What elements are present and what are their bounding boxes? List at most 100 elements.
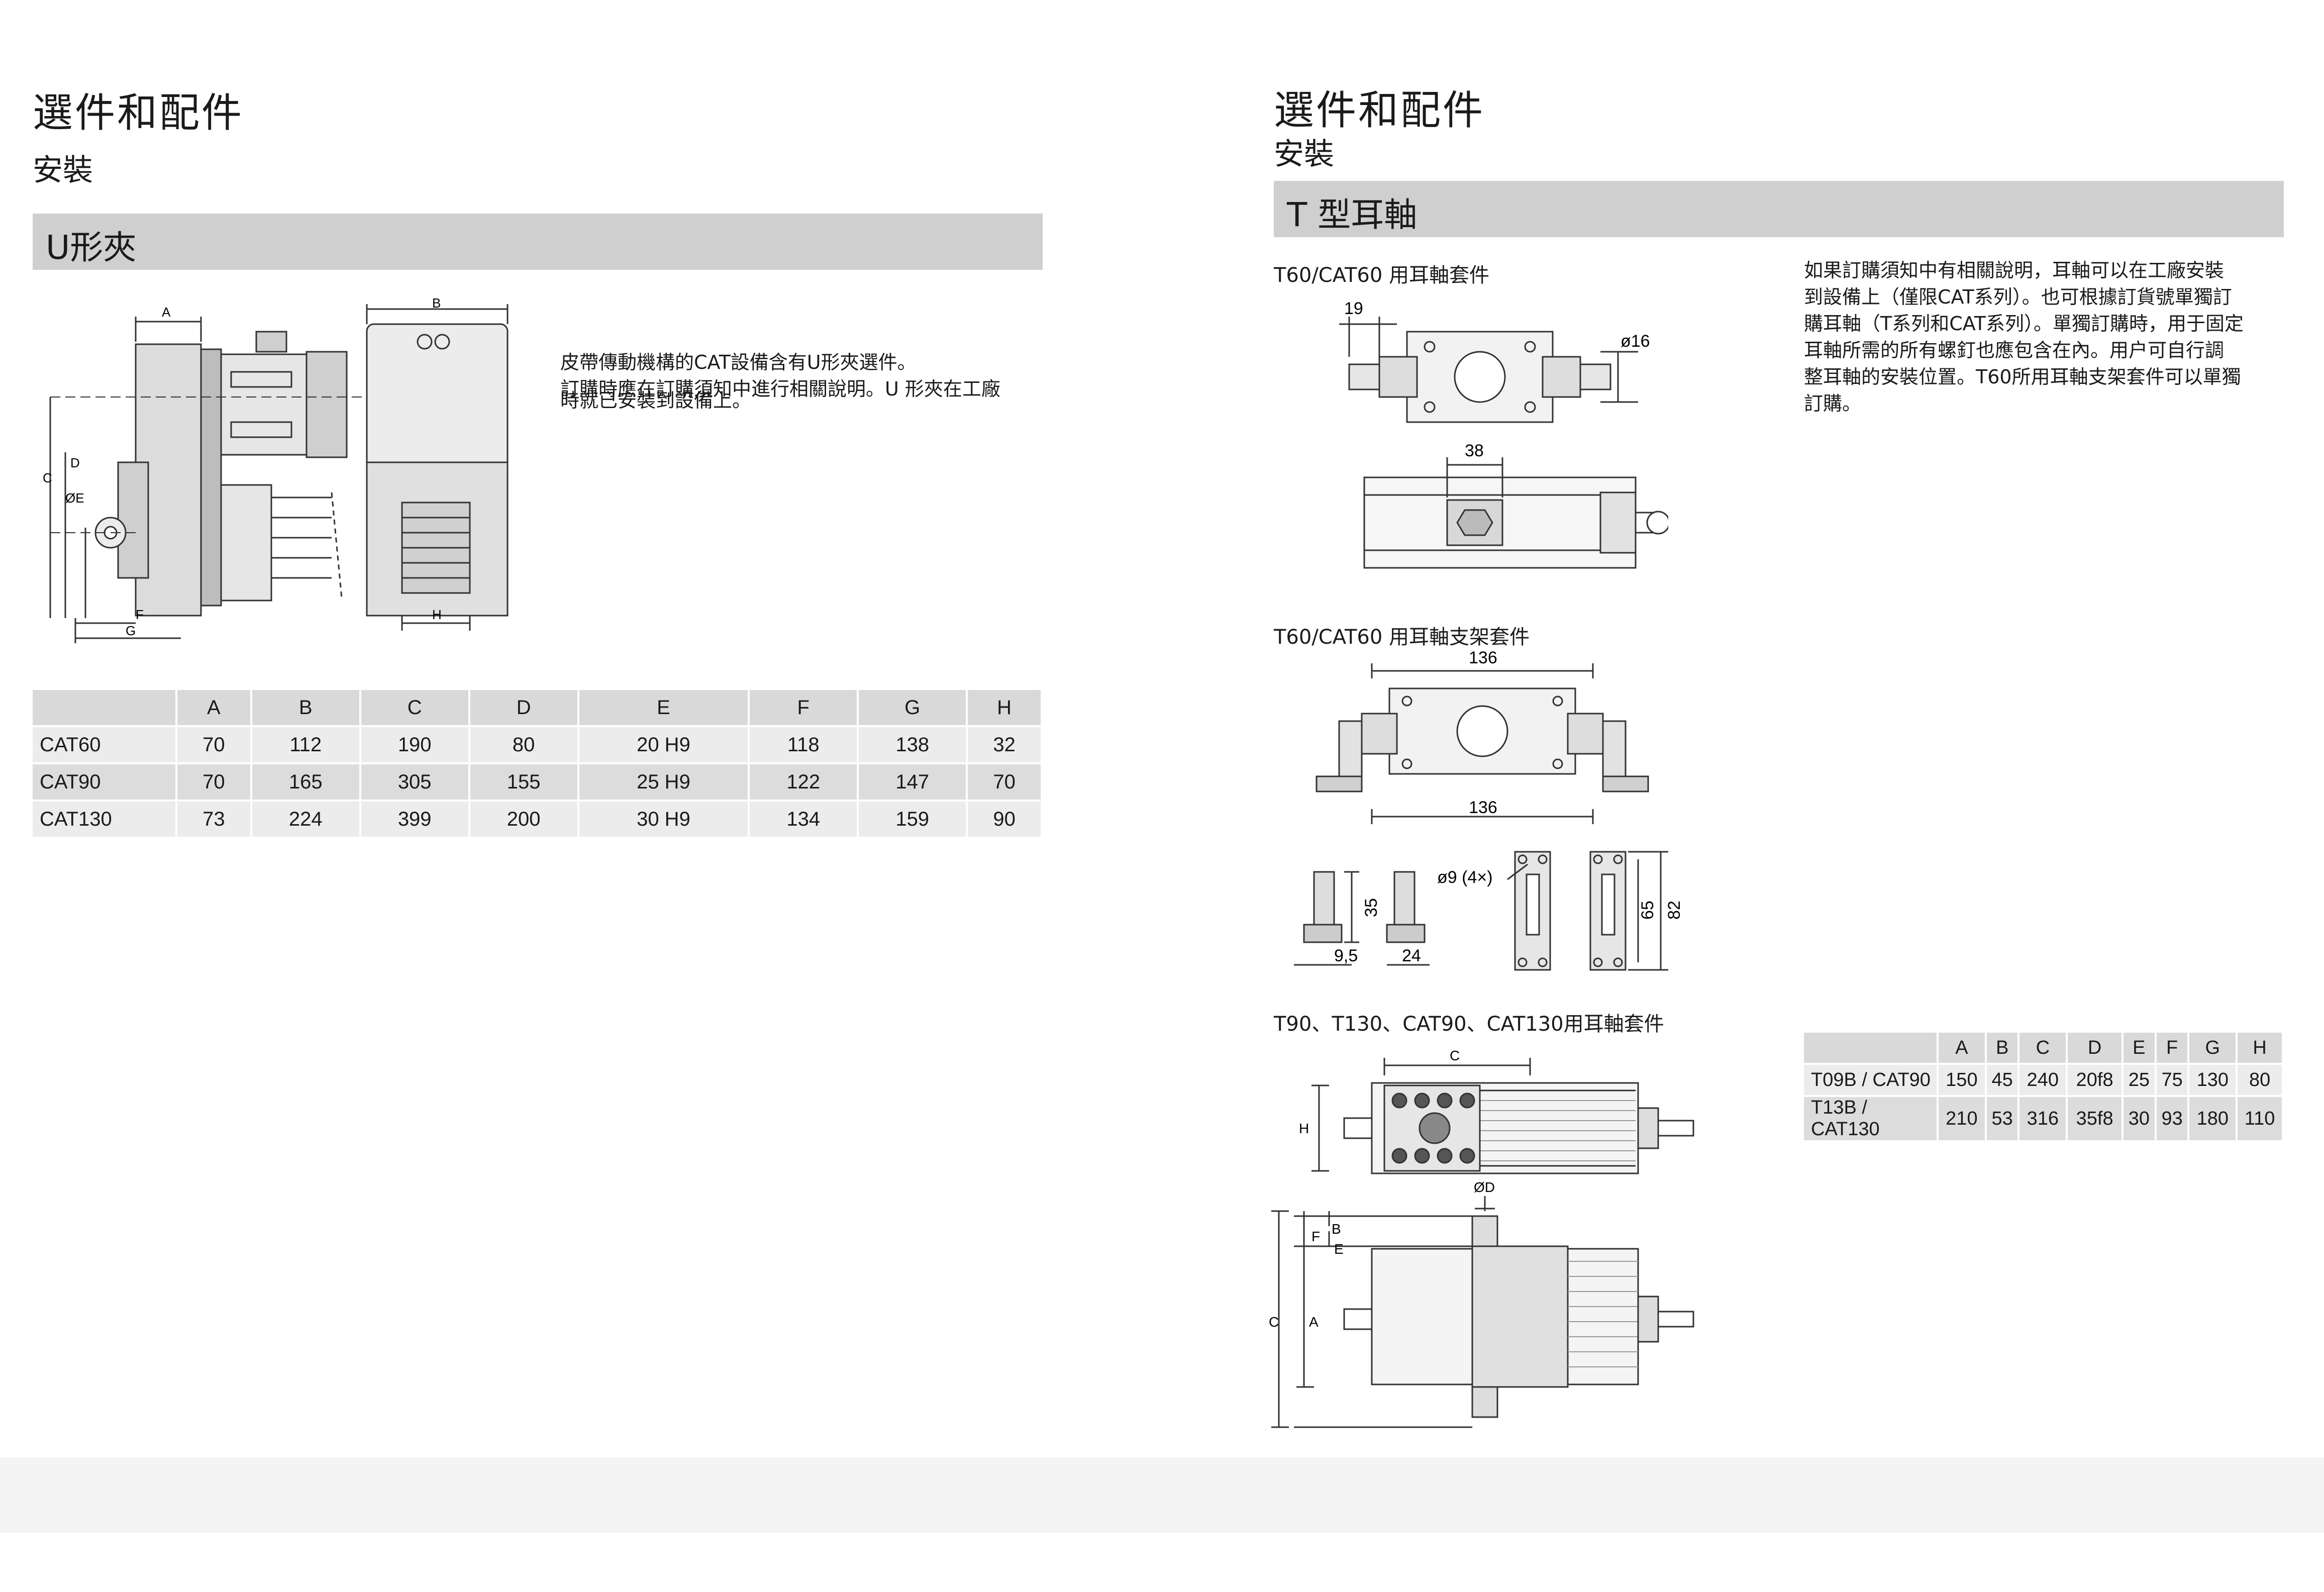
- table-cell: 70: [967, 763, 1043, 802]
- right-desc-line-1: 如果訂購須知中有相關說明，耳軸可以在工廠安裝: [1804, 259, 2225, 281]
- table-header-cell: H: [967, 690, 1043, 727]
- table-cell: 20 H9: [578, 726, 750, 764]
- table-cell: 159: [858, 801, 968, 839]
- right-desc-line-4: 耳軸所需的所有螺釘也應包含在內。用户可自行調: [1804, 339, 2225, 361]
- table-header-cell: D: [2067, 1033, 2124, 1065]
- table-cell: CAT60: [33, 726, 177, 764]
- dim-136-top: 136: [1469, 648, 1497, 667]
- table-cell: 138: [858, 726, 968, 764]
- right-desc-line-3: 購耳軸（T系列和CAT系列）。單獨訂購時，用于固定: [1804, 313, 2244, 335]
- table-cell: 150: [1938, 1064, 1987, 1097]
- left-page-title: 選件和配件: [33, 89, 244, 136]
- table-header-cell: A: [1938, 1033, 1987, 1065]
- table-header-cell: G: [858, 690, 968, 727]
- table-cell: 73: [176, 801, 252, 839]
- u-dim-h: H: [432, 607, 442, 622]
- table-header-row: A B C D E F G H: [1804, 1033, 2284, 1065]
- table-header-cell: B: [251, 690, 361, 727]
- left-section-title: U形夾: [46, 228, 137, 267]
- u-dim-g: G: [126, 623, 136, 638]
- t90-dim-e: E: [1334, 1241, 1344, 1257]
- table-cell: 93: [2155, 1096, 2190, 1142]
- caption-trunnion-kit-t60: T60/CAT60 用耳軸套件: [1274, 264, 1490, 287]
- right-page-subtitle: 安裝: [1274, 137, 1334, 172]
- left-desc-line-3: 時就已安裝到設備上。: [560, 389, 752, 412]
- table-header-cell: C: [360, 690, 470, 727]
- left-desc-line-2: 訂購時應在訂購須知中進行相關說明。U 形夾在工廠: [560, 378, 1000, 400]
- table-cell: 35f8: [2067, 1096, 2124, 1142]
- table-cell: 30 H9: [578, 801, 750, 839]
- table-cell: 80: [469, 726, 579, 764]
- table-row: CAT60 70 112 190 80 20 H9 118 138 32: [33, 726, 1043, 764]
- table-cell: 122: [749, 763, 859, 802]
- table-header-cell: B: [1985, 1033, 2020, 1065]
- table-header-cell: G: [2188, 1033, 2238, 1065]
- table-header-cell: [1804, 1033, 1939, 1065]
- u-dim-b: B: [432, 296, 441, 311]
- t90-dim-d: ØD: [1474, 1179, 1495, 1195]
- page-footer-band: [0, 1457, 2324, 1533]
- table-cell: 32: [967, 726, 1043, 764]
- dim-82: 82: [1665, 901, 1684, 920]
- right-desc-line-5: 整耳軸的安裝位置。T60所用耳軸支架套件可以單獨: [1804, 366, 2241, 388]
- table-header-cell: D: [469, 690, 579, 727]
- table-header-cell: F: [749, 690, 859, 727]
- u-dim-f: F: [136, 607, 144, 622]
- trunnion-kit-t60-drawing: 19 ø16 38: [1339, 299, 1668, 569]
- table-header-row: A B C D E F G H: [33, 690, 1043, 727]
- table-header-cell: [33, 690, 177, 727]
- left-section-bar: U形夾: [33, 214, 1043, 270]
- table-row: T13B / CAT130 210 53 316 35f8 30 93 180 …: [1804, 1096, 2284, 1142]
- table-cell: 130: [2188, 1064, 2238, 1097]
- table-cell: 200: [469, 801, 579, 839]
- table-cell: 118: [749, 726, 859, 764]
- dim-o9-4x: ø9 (4×): [1437, 868, 1493, 887]
- right-section-bar: T 型耳軸: [1274, 181, 2284, 237]
- right-description: 如果訂購須知中有相關說明，耳軸可以在工廠安裝 到設備上（僅限CAT系列）。也可根…: [1804, 257, 2286, 417]
- table-cell: 90: [967, 801, 1043, 839]
- u-dim-d: D: [70, 455, 80, 470]
- t90-dim-h: H: [1299, 1121, 1309, 1136]
- table-cell: 53: [1985, 1096, 2020, 1142]
- caption-trunnion-kit-t90-t130: T90、T130、CAT90、CAT130用耳軸套件: [1274, 1013, 1664, 1036]
- u-clamp-drawing: A B C D ØE F G H: [43, 296, 509, 643]
- left-page-subtitle: 安裝: [33, 153, 93, 188]
- table-cell: 399: [360, 801, 470, 839]
- table-cell: 70: [176, 763, 252, 802]
- dim-o16: ø16: [1621, 332, 1650, 351]
- table-header-cell: A: [176, 690, 252, 727]
- t90-dim-a: A: [1309, 1314, 1319, 1330]
- table-cell: T13B / CAT130: [1804, 1096, 1939, 1142]
- dim-65: 65: [1638, 901, 1657, 920]
- table-cell: 165: [251, 763, 361, 802]
- left-description: 皮帶傳動機構的CAT設備含有U形夾選件。 訂購時應在訂購須知中進行相關說明。U …: [560, 349, 1063, 414]
- table-row: T09B / CAT90 150 45 240 20f8 25 75 130 8…: [1804, 1064, 2284, 1097]
- table-cell: T09B / CAT90: [1804, 1064, 1939, 1097]
- table-cell: 305: [360, 763, 470, 802]
- table-cell: 20f8: [2067, 1064, 2124, 1097]
- right-desc-line-6: 訂購。: [1804, 392, 1862, 415]
- u-clamp-table: A B C D E F G H CAT60 70 112 190 80 20 H…: [33, 690, 1043, 839]
- table-cell: 224: [251, 801, 361, 839]
- u-dim-c: C: [43, 470, 52, 485]
- table-cell: CAT90: [33, 763, 177, 802]
- right-page-title: 選件和配件: [1274, 87, 1485, 134]
- left-desc-line-1: 皮帶傳動機構的CAT設備含有U形夾選件。: [560, 351, 917, 373]
- dim-38: 38: [1465, 441, 1484, 460]
- table-cell: 75: [2155, 1064, 2190, 1097]
- right-section-title: T 型耳軸: [1287, 195, 1418, 234]
- table-cell: 210: [1938, 1096, 1987, 1142]
- table-cell: 180: [2188, 1096, 2238, 1142]
- table-cell: 155: [469, 763, 579, 802]
- caption-trunnion-bracket-kit-t60: T60/CAT60 用耳軸支架套件: [1274, 626, 1530, 649]
- t90-dim-c: C: [1450, 1048, 1460, 1063]
- table-cell: 70: [176, 726, 252, 764]
- trunnion-bracket-kit-drawing: 136 136 35 9,5 24 ø9 (4×) 65 82: [1294, 648, 1684, 971]
- t90-dim-c2: C: [1269, 1314, 1279, 1330]
- table-cell: 45: [1985, 1064, 2020, 1097]
- table-cell: 112: [251, 726, 361, 764]
- table-cell: 134: [749, 801, 859, 839]
- table-header-cell: E: [578, 690, 750, 727]
- dim-136-bottom: 136: [1469, 798, 1497, 817]
- table-cell: 25: [2122, 1064, 2157, 1097]
